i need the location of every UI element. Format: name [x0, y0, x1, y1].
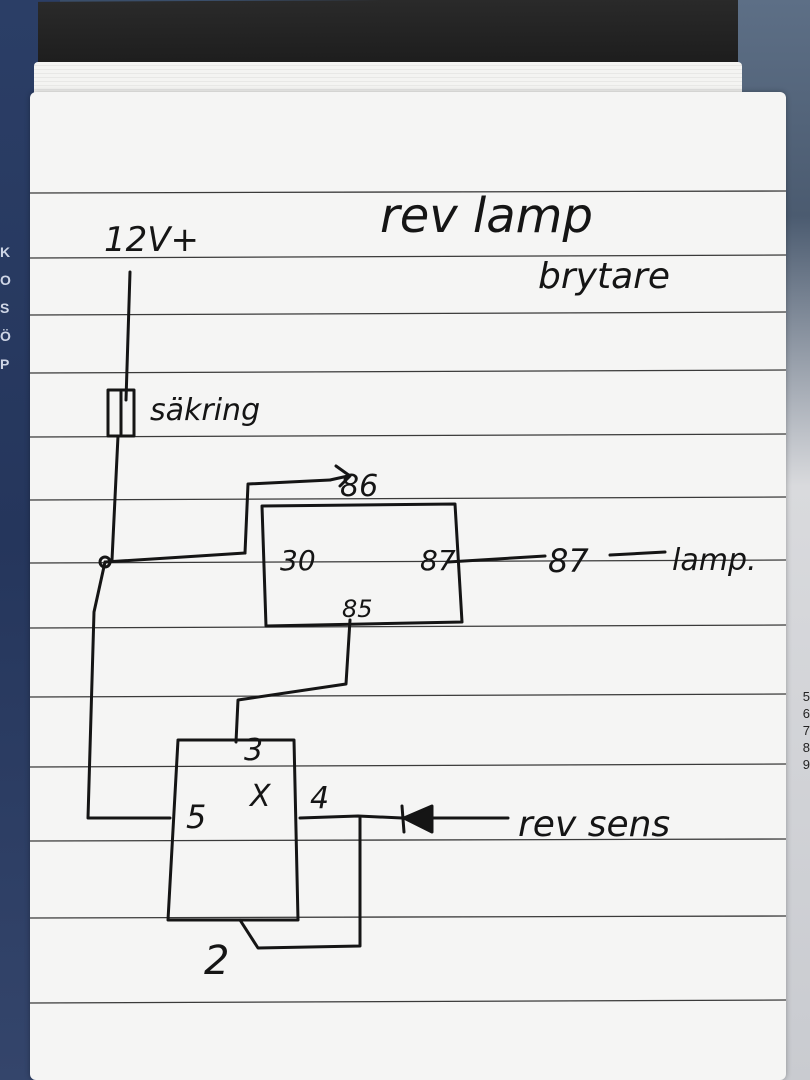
wire-to-lamp	[608, 550, 667, 557]
ruled-lines	[29, 190, 787, 1004]
wire-junction-to-pin-5	[86, 560, 172, 820]
power-label: 12V+	[104, 220, 199, 260]
bg-right-number: 9	[802, 757, 810, 772]
switch-pin-5: 5	[186, 798, 206, 836]
supply-wire	[124, 270, 132, 402]
wire-pin-87-out	[446, 554, 547, 564]
switch-box	[166, 738, 300, 922]
bg-left-letter: S	[0, 300, 10, 316]
wire-pin-4	[298, 814, 404, 820]
diagram-subtitle: brytare	[538, 256, 670, 297]
bg-right-number: 6	[802, 706, 810, 721]
diagram-title: rev lamp	[380, 188, 593, 244]
bg-left-letter: Ö	[0, 328, 11, 344]
bg-left-letter: O	[0, 272, 11, 288]
relay-pin-87: 87	[420, 544, 456, 577]
background-right-numbers: 5 6 7 8 9	[798, 688, 810, 773]
bg-right-number: 5	[802, 689, 810, 704]
fuse-symbol	[106, 388, 136, 438]
switch-pin-3: 3	[244, 733, 263, 768]
switch-symbol: X	[248, 779, 272, 814]
background-left-print: K O S Ö P	[0, 238, 12, 378]
lamp-label: lamp.	[672, 543, 757, 578]
switch-pin-4: 4	[310, 781, 329, 816]
diode-triangle	[402, 804, 434, 834]
wire-to-pin-30	[103, 551, 247, 564]
bg-right-number: 8	[802, 740, 810, 755]
relay-pin-30: 30	[280, 544, 316, 577]
switch-pin-2: 2	[204, 938, 229, 984]
relay-pin-85: 85	[342, 595, 373, 623]
supply-wire-lower	[110, 434, 120, 562]
relay-box	[260, 502, 464, 628]
relay-pin-86: 86	[340, 469, 378, 504]
rev-sens-label: rev sens	[518, 804, 670, 845]
bg-left-letter: K	[0, 244, 11, 260]
output-pin-label: 87	[548, 542, 589, 580]
wire-to-pin-86	[243, 478, 332, 555]
arrow-to-pin-86	[328, 464, 352, 488]
wire-pin-2-loop	[238, 816, 362, 950]
bg-left-letter: P	[0, 356, 10, 372]
fuse-label: säkring	[150, 393, 260, 428]
bg-right-number: 7	[802, 723, 810, 738]
wire-pin-85-to-pin-3	[234, 618, 352, 744]
